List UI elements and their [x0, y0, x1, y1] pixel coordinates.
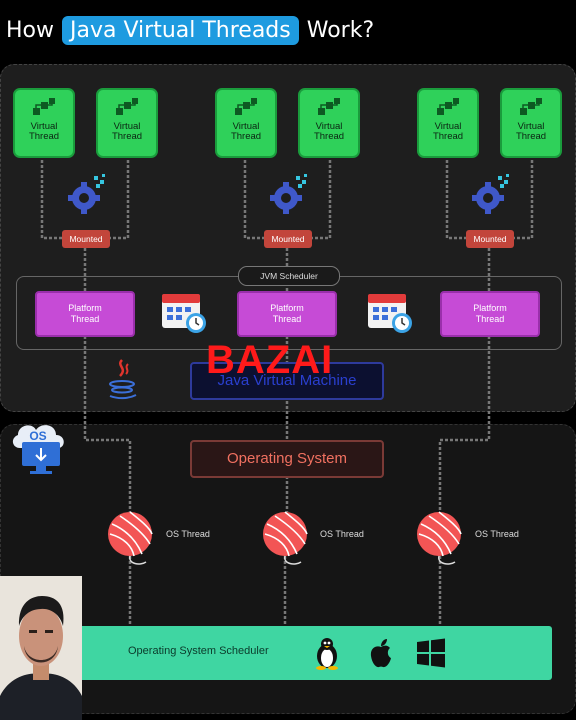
page-title: How Java Virtual Threads Work?	[6, 14, 374, 46]
flow-icon	[520, 98, 542, 115]
platform-thread-label: Platform Thread	[270, 303, 304, 324]
avatar	[0, 576, 82, 720]
virtual-thread-label: Virtual Thread	[111, 121, 143, 142]
calendar-clock-icon	[162, 294, 206, 333]
platform-thread-1: Platform Thread	[35, 291, 135, 337]
platform-thread-3: Platform Thread	[440, 291, 540, 337]
mounted-badge-1: Mounted	[62, 230, 110, 248]
yarn-ball-icon	[108, 511, 153, 565]
flow-icon	[116, 98, 138, 115]
watermark-text: BAZAI	[206, 338, 334, 382]
title-prefix: How	[6, 17, 54, 43]
virtual-thread-2: Virtual Thread	[96, 88, 158, 158]
operating-system-box: Operating System	[190, 440, 384, 478]
flow-icon	[318, 98, 340, 115]
virtual-thread-1: Virtual Thread	[13, 88, 75, 158]
virtual-thread-label: Virtual Thread	[515, 121, 547, 142]
virtual-thread-4: Virtual Thread	[298, 88, 360, 158]
linux-tux-icon	[316, 638, 338, 670]
mounted-badge-2: Mounted	[264, 230, 312, 248]
presenter-photo	[0, 576, 82, 720]
jvm-scheduler-label: JVM Scheduler	[238, 266, 340, 286]
os-cloud-download-icon: OS	[12, 425, 64, 474]
os-thread-label-3: OS Thread	[475, 529, 519, 539]
java-logo-icon	[109, 359, 137, 400]
gear-icon	[68, 174, 105, 214]
virtual-thread-label: Virtual Thread	[432, 121, 464, 142]
platform-thread-label: Platform Thread	[68, 303, 102, 324]
os-thread-label-1: OS Thread	[166, 529, 210, 539]
virtual-thread-label: Virtual Thread	[313, 121, 345, 142]
gear-icon	[270, 174, 307, 214]
flow-icon	[235, 98, 257, 115]
os-scheduler-label: Operating System Scheduler	[128, 645, 269, 657]
title-suffix: Work?	[306, 17, 375, 43]
virtual-thread-5: Virtual Thread	[417, 88, 479, 158]
os-thread-label-2: OS Thread	[320, 529, 364, 539]
yarn-ball-icon	[417, 511, 462, 565]
platform-thread-label: Platform Thread	[473, 303, 507, 324]
flow-icon	[437, 98, 459, 115]
gear-icon	[472, 174, 509, 214]
virtual-thread-6: Virtual Thread	[500, 88, 562, 158]
os-scheduler-bar: Operating System Scheduler	[78, 626, 552, 680]
title-highlight: Java Virtual Threads	[62, 15, 299, 45]
virtual-thread-3: Virtual Thread	[215, 88, 277, 158]
os-badge-text: OS	[29, 429, 46, 443]
java-virtual-machine-box: Java Virtual Machine	[190, 362, 384, 400]
apple-logo-icon	[370, 639, 391, 668]
platform-thread-2: Platform Thread	[237, 291, 337, 337]
calendar-clock-icon	[368, 294, 412, 333]
virtual-thread-label: Virtual Thread	[230, 121, 262, 142]
yarn-ball-icon	[263, 511, 308, 565]
mounted-badge-3: Mounted	[466, 230, 514, 248]
virtual-thread-label: Virtual Thread	[28, 121, 60, 142]
flow-icon	[33, 98, 55, 115]
windows-logo-icon	[417, 638, 445, 668]
